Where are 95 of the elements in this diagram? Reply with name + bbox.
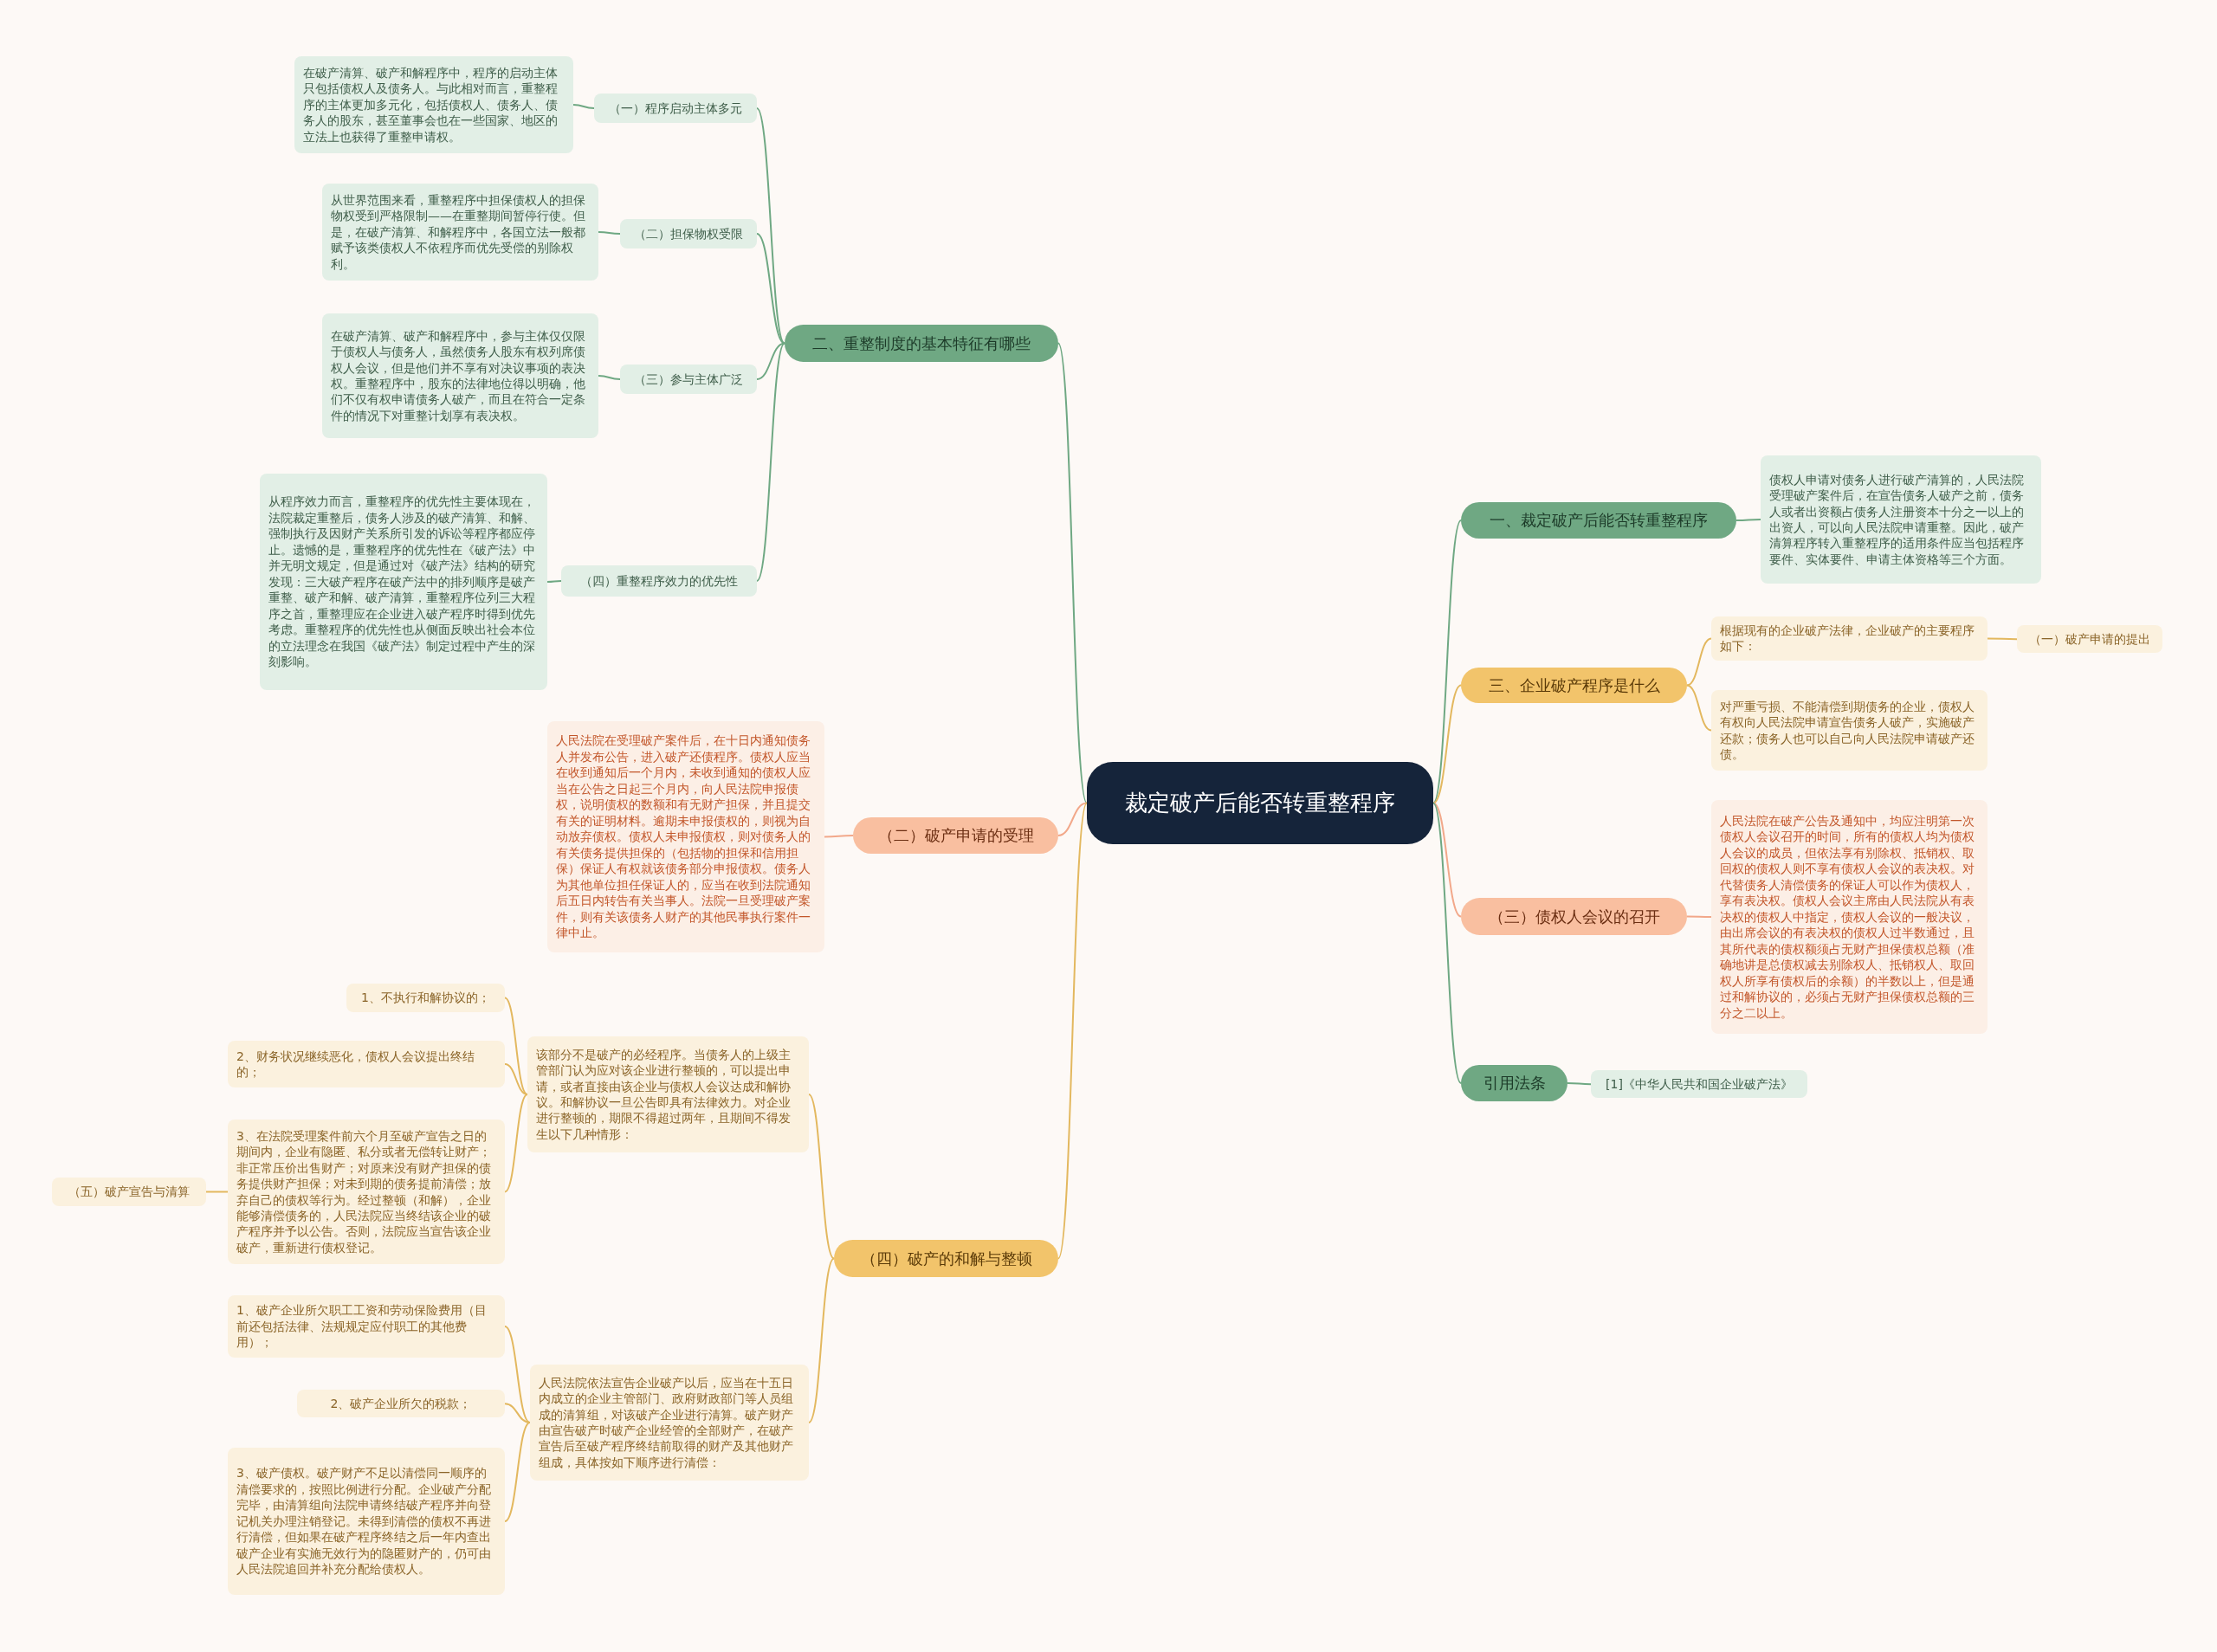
topic-text: 债权人申请对债务人进行破产清算的，人民法院受理破产案件后，在宣告债务人破产之前，债务人或者出资额占债务人注册资本十分之一以上的出资人，可以向人民法院申请重整。因此，破产清算程序转入重整程序的适用条件应当包括程序要件、实体要件、申请主体资格等三个方面。 — [1769, 471, 2025, 568]
topic-text: 一、裁定破产后能否转重整程序 — [1490, 510, 1708, 531]
topic-text: （三）参与主体广泛 — [634, 371, 743, 388]
connector-line — [756, 342, 785, 582]
topic-text: （一）破产申请的提出 — [2029, 631, 2150, 648]
connector-line — [824, 835, 854, 838]
connector-line — [808, 1094, 835, 1260]
branch-topic — [1461, 502, 1736, 539]
topic-text: 根据现有的企业破产法律，企业破产的主要程序如下： — [1720, 623, 1975, 655]
subtopic-box — [322, 313, 598, 438]
subtopic-box — [1591, 1070, 1807, 1099]
central-topic — [1087, 762, 1433, 844]
connector-line — [205, 1191, 229, 1193]
topic-text: （五）破产宣告与清算 — [68, 1184, 190, 1200]
topic-text: 2、破产企业所欠的税款； — [330, 1396, 472, 1412]
topic-text: 1、破产企业所欠职工工资和劳动保险费用（目前还包括法律、法规规定应付职工的其他费用）； — [236, 1302, 488, 1351]
topic-text: 人民法院依法宣告企业破产以后，应当在十五日内成立的企业主管部门、政府财政部门等人员组成的清算组，对该破产企业进行清算。破产财产由宣告破产时破产企业经管的全部财产，在破产宣告后至破产程序终结前取得的财产及其他财产组成，具体按如下顺序进行清偿： — [539, 1374, 794, 1471]
subtopic-box — [1761, 455, 2041, 584]
connector-line — [598, 375, 621, 380]
topic-text: 1、不执行和解协议的； — [361, 990, 490, 1006]
connector-line — [572, 104, 595, 109]
topic-text: （四）重整程序效力的优先性 — [580, 572, 738, 590]
topic-text: 人民法院在受理破产案件后，在十日内通知债务人并发布公告，进入破产还债程序。债权人应当在收到通知后一个月内，未收到通知的债权人应当在公告之日起三个月内，向人民法院申报债权，说明债权的数额和有无财产担保，并且提交有关的证明材料。逾期未申报债权的，则视为自动放弃债权。债权人未申报债权，则对债务人的有关债务提供担保的（包括物的担保和信用担保）保证人有权就该债务部分申报债权。债务人为其他单位担任保证人的，应当在收到法院通知后五日内转告有关当事人。法院一旦受理破产案件，则有关该债务人财产的其他民事执行案件一律中止。 — [556, 732, 811, 941]
connector-line — [504, 997, 528, 1095]
subtopic-box — [346, 984, 505, 1012]
connector-line — [1567, 1082, 1592, 1086]
subtopic-box — [1711, 616, 1988, 661]
connector-line — [546, 580, 562, 583]
branch-topic — [1461, 1065, 1567, 1101]
connector-line — [1686, 684, 1712, 732]
connector-line — [598, 231, 621, 235]
topic-text: 3、破产债权。破产财产不足以清偿同一顺序的清偿要求的，按照比例进行分配。企业破产分配完毕，由清算组向法院申请终结破产程序并向登记机关办理注销登记。未得到清偿的债权不再进行清偿，但如果在破产程序终结之后一年内查出破产企业有实施无效行为的隐匿财产的，仍可由人民法院追回并补充分配给债权人。 — [236, 1465, 492, 1578]
subtopic-box — [620, 365, 757, 394]
connector-line — [1432, 684, 1462, 804]
subtopic-box — [228, 1448, 505, 1595]
topic-text: 三、企业破产程序是什么 — [1488, 674, 1660, 696]
connector-line — [1057, 802, 1088, 1260]
subtopic-box — [228, 1041, 505, 1087]
connector-line — [504, 1094, 528, 1193]
branch-topic — [834, 1240, 1058, 1277]
branch-topic — [1461, 668, 1687, 703]
topic-text: 从程序效力而言，重整程序的优先性主要体现在，法院裁定重整后，债务人涉及的破产清算、和解、强制执行及因财产关系所引发的诉讼等程序都应停止。遗憾的是，重整程序的优先性在《破产法》中并无明文规定，但是通过对《破产法》结构的研究发现：三大破产程序在破产法中的排列顺序是破产重整、破产和解、破产清算，重整程序位列三大程序之首，重整理应在企业进入破产程序时得到优先考虑。重整程序的优先性也从侧面反映出社会本位的立法理念在我国《破产法》制定过程中产生的深刻影响。 — [268, 494, 536, 670]
connector-line — [1735, 519, 1761, 521]
topic-text: 裁定破产后能否转重整程序 — [1125, 789, 1395, 818]
topic-text: 引用法条 — [1483, 1073, 1546, 1094]
topic-text: 在破产清算、破产和解程序中，程序的启动主体只包括债权人及债务人。与此相对而言，重整程序的主体更加多元化，包括债权人、债务人、债务人的股东，甚至董事会也在一些国家、地区的立法上也获得了重整申请权。 — [303, 64, 559, 145]
subtopic-box — [297, 1390, 505, 1418]
subtopic-box — [322, 184, 598, 281]
topic-text: 人民法院在破产公告及通知中，均应注明第一次债权人会议召开的时间，所有的债权人均为债权人会议的成员，但依法享有别除权、抵销权、取回权的债权人则不享有债权人会议的表决权。对代替债务人清偿债务的保证人可以作为债权人，享有表决权。债权人会议主席由人民法院从有表决权的债权人中指定，债权人会议的一般决议，由出席会议的有表决权的债权人过半数通过，且其所代表的债权额须占无财产担保债权总额（准确地讲是总债权减去别除权人、抵销权人、取回权人所享有债权后的余额）的半数以上，但是通过和解协议的，必须占无财产担保债权总额的三分之二以上。 — [1720, 812, 1975, 1022]
connector-line — [1432, 802, 1462, 918]
topic-text: 对严重亏损、不能清偿到期债务的企业，债权人有权向人民法院申请宣告债务人破产，实施破产还款；债务人也可以自己向人民法院申请破产还债。 — [1720, 698, 1975, 763]
connector-line — [756, 233, 785, 345]
connector-line — [808, 1257, 835, 1423]
connector-line — [756, 342, 785, 380]
connector-line — [1057, 802, 1088, 836]
connector-line — [1432, 519, 1462, 804]
topic-text: （四）破产的和解与整顿 — [860, 1248, 1032, 1269]
subtopic-box — [1711, 800, 1988, 1034]
subtopic-box — [547, 721, 824, 952]
subtopic-box — [594, 94, 757, 123]
subtopic-box — [2017, 625, 2162, 654]
topic-text: 二、重整制度的基本特征有哪些 — [812, 332, 1031, 354]
topic-text: （二）破产申请的受理 — [877, 825, 1034, 846]
subtopic-box — [530, 1365, 809, 1481]
subtopic-box — [620, 219, 757, 248]
topic-text: （一）程序启动主体多元 — [609, 100, 742, 117]
topic-text: （二）担保物权受限 — [634, 225, 743, 242]
topic-text: 从世界范围来看，重整程序中担保债权人的担保物权受到严格限制——在重整期间暂停行使。但是，在破产清算、和解程序中，各国立法一般都赋予该类债权人不依程序而优先受偿的别除权利。 — [331, 191, 586, 273]
subtopic-box — [228, 1295, 505, 1358]
subtopic-box — [1711, 690, 1988, 771]
topic-text: 3、在法院受理案件前六个月至破产宣告之日的期间内，企业有隐匿、私分或者无偿转让财产；非正常压价出售财产；对原来没有财产担保的债务提供财产担保；对未到期的债务提前清偿；放弃自己的债权等行为。经过整顿（和解），企业能够清偿债务的，人民法院应当终结该企业的破产程序并予以公告。否则，法院应当宣告该企业破产，重新进行债权登记。 — [236, 1127, 492, 1256]
connector-line — [1686, 915, 1712, 918]
connector-line — [504, 1403, 531, 1423]
subtopic-box — [561, 565, 757, 597]
topic-text: （三）债权人会议的召开 — [1488, 906, 1660, 927]
branch-topic — [1461, 898, 1687, 935]
connector-line — [504, 1326, 531, 1423]
topic-text: 2、财务状况继续恶化，债权人会议提出终结的； — [236, 1048, 475, 1081]
connector-line — [1987, 637, 2018, 641]
subtopic-box — [52, 1178, 206, 1206]
subtopic-box — [260, 474, 547, 690]
topic-text: 该部分不是破产的必经程序。当债务人的上级主管部门认为应对该企业进行整顿的，可以提出申请，或者直接由该企业与债权人会议达成和解协议。和解协议一旦公告即具有法律效力。对企业进行整顿的，期限不得超过两年，且期间不得发生以下几种情形： — [536, 1046, 792, 1143]
subtopic-box — [527, 1036, 809, 1152]
connector-line — [1686, 637, 1712, 687]
topic-text: 在破产清算、破产和解程序中，参与主体仅仅限于债权人与债务人，虽然债务人股东有权列席债权人会议，但是他们并不享有对决议事项的表决权。重整程序中，股东的法律地位得以明确，他们不仅有权申请债务人破产，而且在符合一定条件的情况下对重整计划享有表决权。 — [331, 327, 586, 424]
subtopic-box — [294, 56, 573, 153]
connector-line — [756, 107, 785, 345]
connector-line — [1057, 342, 1088, 804]
branch-topic — [785, 325, 1058, 362]
connector-line — [1432, 802, 1462, 1084]
topic-text: [1]《中华人民共和国企业破产法》 — [1606, 1076, 1793, 1093]
connector-line — [504, 1422, 531, 1522]
subtopic-box — [228, 1120, 505, 1264]
branch-topic — [853, 817, 1058, 854]
connector-line — [504, 1063, 528, 1095]
